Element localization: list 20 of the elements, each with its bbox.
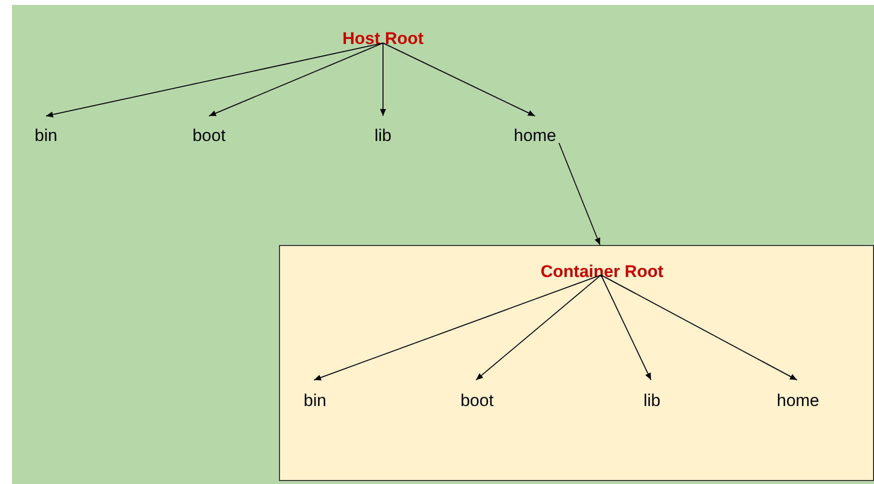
arrow <box>600 274 798 380</box>
directory-label: boot <box>451 390 503 412</box>
arrow <box>382 42 536 116</box>
directory-label: boot <box>183 125 235 147</box>
arrow <box>600 274 652 380</box>
directory-label: bin <box>289 390 341 412</box>
arrow <box>476 274 602 380</box>
root-heading: Host Root <box>323 27 443 51</box>
directory-label: lib <box>626 390 678 412</box>
arrow <box>558 142 600 246</box>
arrow <box>208 42 384 116</box>
root-heading: Container Root <box>522 260 682 284</box>
directory-label: home <box>766 390 830 412</box>
directory-label: lib <box>357 125 409 147</box>
directory-label: bin <box>20 125 72 147</box>
arrow <box>46 42 384 118</box>
directory-label: home <box>505 125 565 147</box>
arrow <box>380 42 386 116</box>
container-panel <box>279 245 874 481</box>
arrow <box>314 274 602 380</box>
